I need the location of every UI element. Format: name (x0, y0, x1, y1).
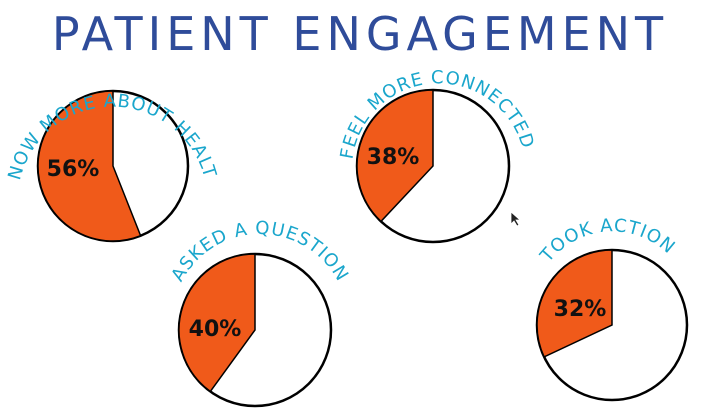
pie-slice-value (356, 89, 434, 223)
mouse-cursor-icon (510, 211, 522, 227)
pie-took-action: TOOK ACTION 32% (535, 215, 689, 402)
pie-percent-label: 40% (189, 317, 242, 342)
page-title: PATIENT ENGAGEMENT (52, 7, 668, 61)
pie-percent-label: 38% (367, 145, 420, 170)
pie-percent-label: 32% (554, 297, 607, 322)
pie-asked-a-question: ASKED A QUESTION 40% (167, 218, 352, 408)
pie-percent-label: 56% (47, 157, 100, 182)
pie-slice-value (536, 249, 613, 358)
pie-slice-value (178, 253, 256, 393)
pie-feel-more-connected: FEEL MORE CONNECTED 38% (337, 67, 537, 244)
pie-slice-value (37, 90, 142, 242)
